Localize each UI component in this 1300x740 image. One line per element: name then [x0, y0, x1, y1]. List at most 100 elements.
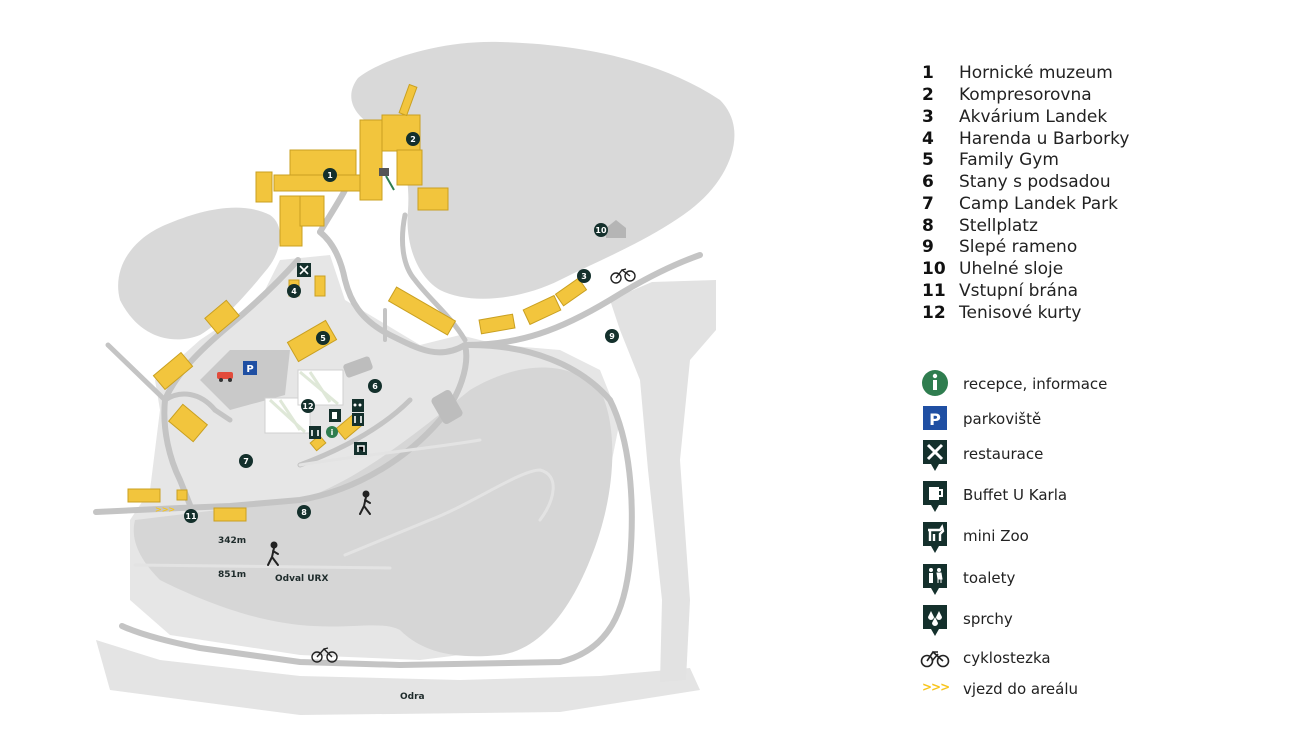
legend-name: Harenda u Barborky: [959, 129, 1130, 149]
key-label: restaurace: [963, 445, 1044, 463]
info-icon: [922, 370, 948, 396]
key-label: mini Zoo: [963, 527, 1029, 545]
legend-name: Slepé rameno: [959, 237, 1078, 257]
parking-icon: P: [923, 406, 947, 430]
svg-text:10: 10: [595, 226, 607, 235]
key-label: toalety: [963, 569, 1016, 587]
goat-icon: [923, 522, 947, 553]
entrance-arrows: >>>: [155, 505, 175, 514]
svg-text:12: 12: [302, 402, 313, 411]
marker-5: 5: [316, 331, 330, 345]
svg-text:i: i: [331, 428, 334, 437]
legend-number: 10: [922, 259, 946, 279]
bike-icon: [920, 650, 950, 668]
water-drops-icon: [923, 605, 947, 636]
hill-odval: [133, 367, 613, 657]
parking-sign: P: [243, 361, 257, 375]
key-label: sprchy: [963, 610, 1013, 628]
svg-text:5: 5: [320, 334, 326, 343]
uhelne-sloje-building: [606, 220, 626, 238]
legend-number: 5: [922, 150, 934, 170]
restaurant-pin-icon: [297, 263, 311, 277]
legend-number: 4: [922, 129, 934, 149]
svg-text:P: P: [929, 410, 941, 429]
parking-lot: [200, 350, 290, 410]
restaurant-icon: [923, 440, 947, 471]
svg-text:11: 11: [185, 512, 197, 521]
legend-name: Akvárium Landek: [959, 107, 1108, 127]
svg-text:1: 1: [327, 171, 333, 180]
legend-name: Camp Landek Park: [959, 194, 1118, 214]
legend-number: 9: [922, 237, 934, 257]
marker-10: 10: [594, 223, 608, 237]
oxbow-area: [610, 280, 716, 682]
key-info: recepce, informace: [920, 368, 1180, 400]
key-parking: P parkoviště: [920, 403, 1180, 435]
marker-2: 2: [406, 132, 420, 146]
svg-text:4: 4: [291, 287, 297, 296]
key-showers: sprchy: [920, 603, 1180, 636]
campsite-map: >>> 1 2 3 4 5 6 7 8 9 10 11 12 P i: [93, 41, 735, 715]
legend-number: 1: [922, 63, 934, 83]
legend-name: Hornické muzeum: [959, 63, 1113, 83]
marker-8: 8: [297, 505, 311, 519]
car-icon: [217, 372, 233, 382]
marker-11: 11: [184, 509, 198, 523]
label-odra: Odra: [400, 692, 425, 702]
key-entrance: >>> vjezd do areálu: [920, 673, 1180, 705]
mine-tower-icon: [379, 168, 395, 191]
legend-number: 11: [922, 281, 946, 301]
marker-6: 6: [368, 379, 382, 393]
showers-pin-icon: [352, 399, 364, 412]
legend-name: Family Gym: [959, 150, 1059, 170]
legend-number: 3: [922, 107, 934, 127]
beer-mug-icon: [923, 481, 947, 512]
lot-center: [343, 356, 373, 378]
svg-text:6: 6: [372, 382, 378, 391]
hill-west: [118, 207, 280, 340]
key-label: cyklostezka: [963, 649, 1051, 667]
marker-9: 9: [605, 329, 619, 343]
legend-number: 2: [922, 85, 934, 105]
label-odval-urx: Odval URX: [275, 574, 328, 584]
legend-number: 8: [922, 216, 934, 236]
legend-name: Stellplatz: [959, 216, 1038, 236]
toilets-pin-icon-2: [352, 413, 364, 426]
key-toilets: toalety: [920, 562, 1180, 595]
tennis-courts: [264, 369, 344, 434]
legend-name: Uhelné sloje: [959, 259, 1064, 279]
marker-7: 7: [239, 454, 253, 468]
marker-3: 3: [577, 269, 591, 283]
legend-name: Vstupní brána: [959, 281, 1079, 301]
legend-number: 7: [922, 194, 934, 214]
legend-name: Stany s podsadou: [959, 172, 1111, 192]
legend-name: Kompresorovna: [959, 85, 1092, 105]
bike-icon-2: [311, 647, 338, 663]
key-label: Buffet U Karla: [963, 486, 1068, 504]
hiker-icon-2: [267, 541, 279, 566]
toilets-pin-icon: [309, 426, 321, 439]
hiker-icon: [359, 490, 371, 515]
marker-12: 12: [301, 399, 315, 413]
legend-number: 12: [922, 303, 946, 323]
svg-text:9: 9: [609, 332, 615, 341]
label-851m: 851m: [218, 570, 246, 580]
key-label: recepce, informace: [963, 375, 1108, 393]
key-bike: cyklostezka: [920, 642, 1180, 674]
svg-text:8: 8: [301, 508, 307, 517]
key-label: vjezd do areálu: [963, 680, 1079, 698]
svg-text:7: 7: [243, 457, 249, 466]
info-marker: i: [326, 426, 338, 438]
key-restaurant: restaurace: [920, 438, 1180, 471]
map-markers: 1 2 3 4 5 6 7 8 9 10 11 12: [184, 132, 619, 523]
svg-text:P: P: [246, 364, 253, 375]
river-odra: [96, 640, 700, 715]
toilets-icon: [923, 564, 947, 595]
svg-text:2: 2: [410, 135, 416, 144]
hill-north: [351, 41, 735, 299]
legend-number: 6: [922, 172, 934, 192]
legend-name: Tenisové kurty: [959, 303, 1082, 323]
buffet-pin-icon: [329, 409, 341, 422]
key-label: parkoviště: [963, 410, 1042, 428]
marker-1: 1: [323, 168, 337, 182]
